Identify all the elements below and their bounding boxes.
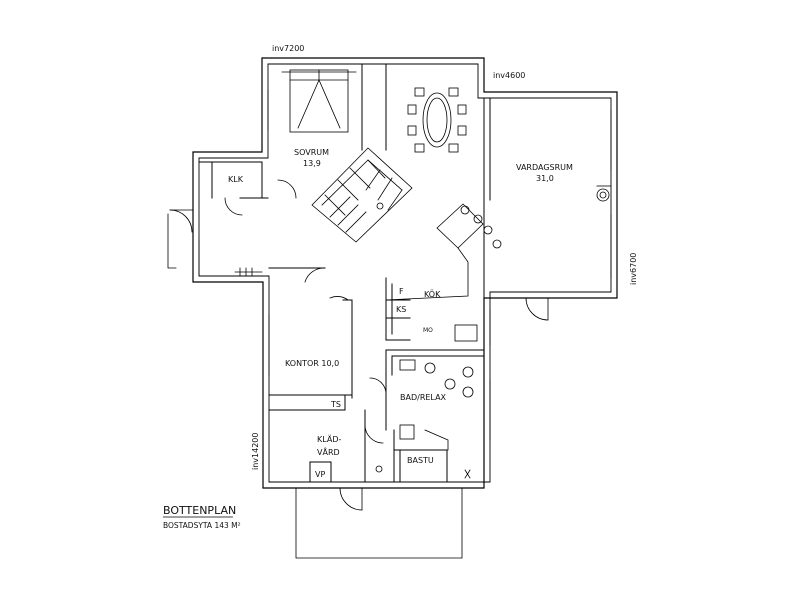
dim-top-left: inv7200: [272, 44, 304, 53]
room-vardagsrum-area: 31,0: [536, 174, 554, 183]
room-bad-relax: BAD/RELAX: [400, 393, 447, 402]
room-kok: KÖK: [424, 289, 441, 299]
interior-walls: [198, 63, 491, 483]
dim-left: inv14200: [251, 433, 260, 470]
doors: [169, 179, 549, 511]
plan-title: BOTTENPLAN: [163, 504, 236, 517]
room-sovrum-area: 13,9: [303, 159, 321, 168]
plan-subtitle: BOSTADSYTA 143 M²: [163, 521, 241, 530]
windows: [192, 57, 618, 441]
porch: [167, 213, 463, 559]
bed: [281, 69, 357, 133]
room-bastu: BASTU: [407, 456, 434, 465]
fireplace: [596, 185, 612, 202]
outer-walls: [192, 57, 618, 489]
room-vardagsrum-name: VARDAGSRUM: [516, 163, 573, 172]
label-f: F: [399, 287, 404, 296]
dining-table: [407, 87, 467, 153]
room-kontor: KONTOR 10,0: [285, 359, 339, 368]
staircase: [311, 147, 413, 243]
bath-fixtures: [399, 359, 474, 479]
room-klk: KLK: [228, 175, 244, 184]
label-ts: TS: [330, 400, 341, 409]
label-ks: KS: [396, 305, 406, 314]
label-vp: VP: [315, 470, 325, 479]
dim-top-right: inv4600: [493, 71, 525, 80]
room-klad-line2: VÅRD: [317, 446, 340, 457]
room-klad-line1: KLÄD-: [317, 434, 342, 444]
dim-right: inv6700: [629, 253, 638, 285]
label-mo: MO: [423, 327, 433, 334]
kitchen-island: [385, 203, 502, 342]
rail: [234, 267, 263, 277]
room-sovrum-name: SOVRUM: [294, 148, 329, 157]
